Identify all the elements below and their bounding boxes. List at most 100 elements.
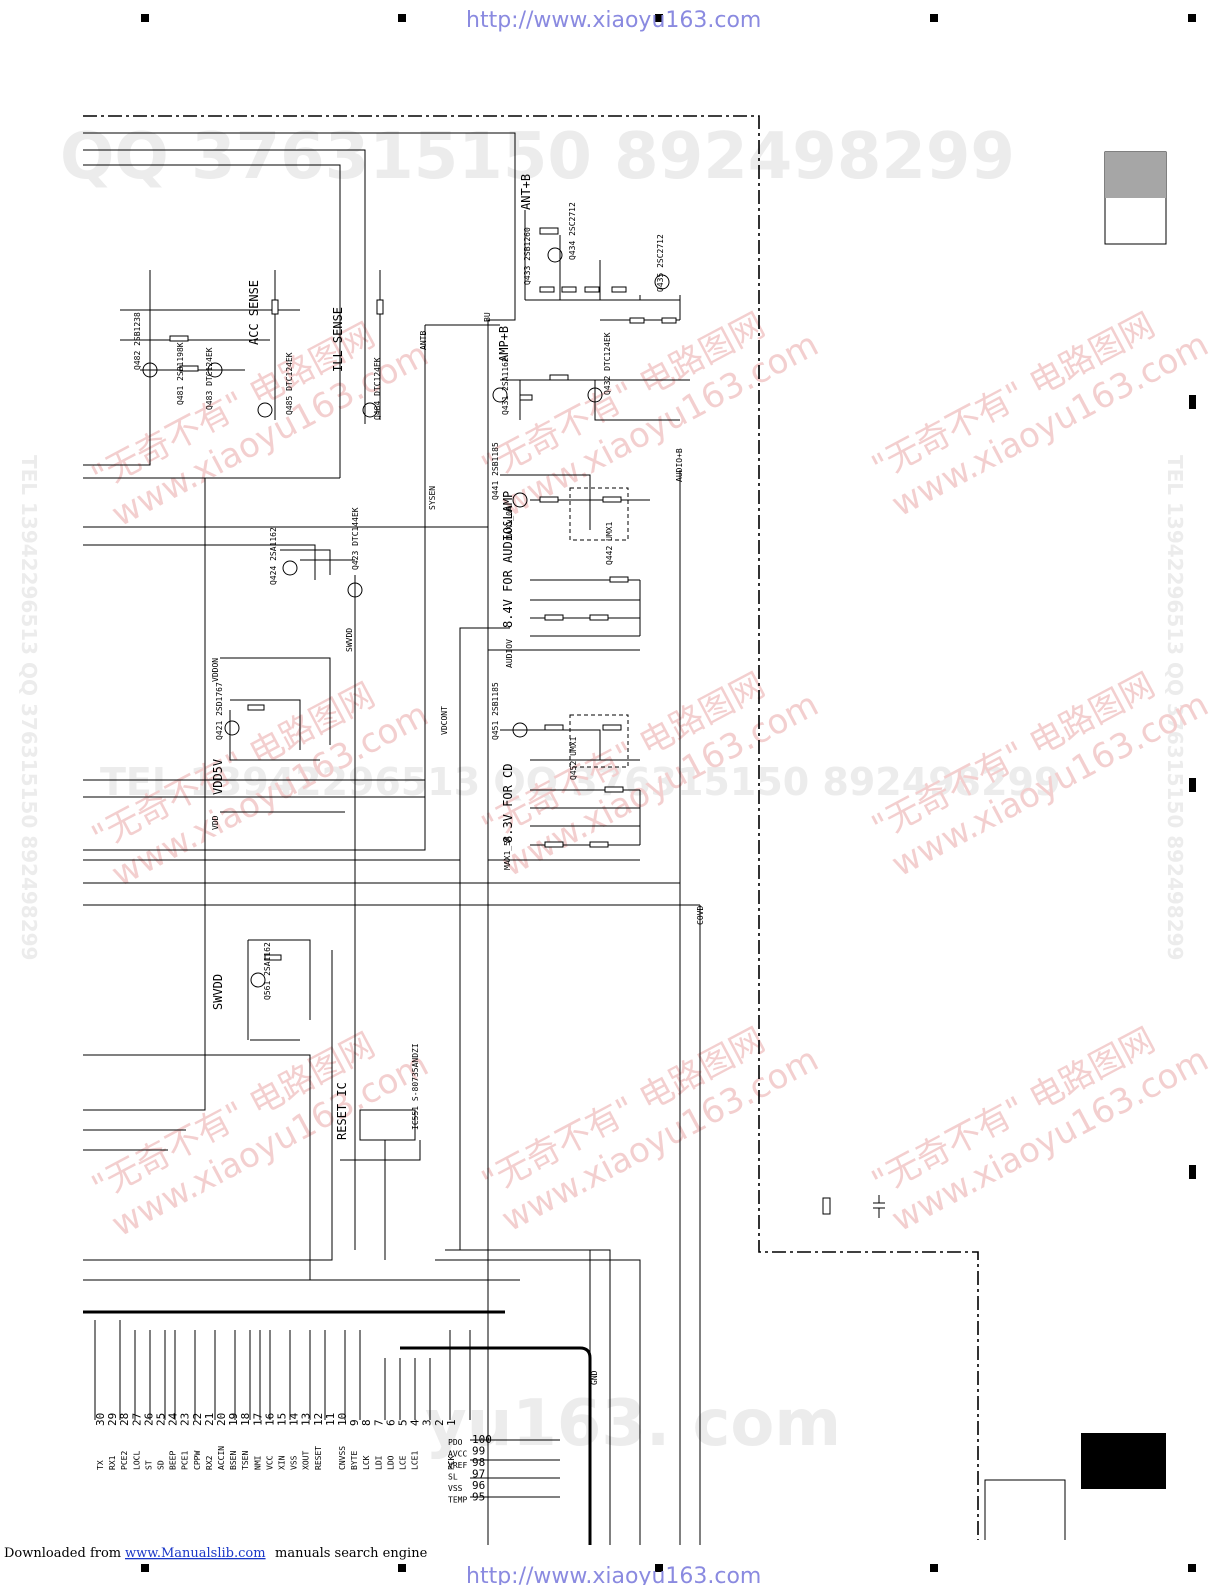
pin-number: 29 xyxy=(106,1413,119,1426)
pin-number: 5 xyxy=(397,1419,410,1426)
component-label-q442: Q442 UMX1 xyxy=(605,521,614,565)
right-pin-number: 97 xyxy=(472,1468,485,1481)
pin-name: PCK xyxy=(447,1455,456,1470)
pin-name: LCK xyxy=(362,1455,371,1470)
right-pin-name: SL xyxy=(448,1473,458,1482)
board-outline xyxy=(83,115,979,1540)
pin-number: 2 xyxy=(433,1419,446,1426)
pin-number: 3 xyxy=(421,1419,434,1426)
component-label-q483: Q483 DTC124EK xyxy=(205,347,214,410)
pin-number: 15 xyxy=(276,1413,289,1426)
label-vdd5v: VDD5V xyxy=(211,759,225,795)
pin-number: 26 xyxy=(142,1413,155,1426)
footer-url[interactable]: http://www.xiaoyu163.com xyxy=(466,1564,761,1585)
capacitor-symbol xyxy=(873,1195,885,1218)
pin-name: LDO xyxy=(386,1455,395,1470)
pin-number: 7 xyxy=(372,1419,385,1426)
right-pin-name: TEMP xyxy=(448,1496,467,1505)
pin-name: LCE xyxy=(399,1455,408,1470)
pin-name: VSS xyxy=(290,1455,299,1470)
component-label-q561: Q561 2SA1162 xyxy=(263,942,272,1000)
pin-name: NMI xyxy=(253,1455,262,1470)
regulator-circuits xyxy=(500,474,650,848)
pin-name: TSEN xyxy=(241,1451,250,1470)
footer-manualslib-link[interactable]: www.Manualslib.com xyxy=(125,1546,266,1561)
pin-number: 16 xyxy=(263,1413,276,1426)
label-ant-b: ANT+B xyxy=(519,174,533,210)
net-label-bu: BU xyxy=(483,312,492,322)
component-label-q452: Q452 UMX1 xyxy=(569,736,578,780)
right-pin-name: AVCC xyxy=(448,1450,467,1459)
reset-ic-body xyxy=(359,1109,416,1141)
label-swvdd: SWVDD xyxy=(211,974,225,1010)
footer-downloaded-from: Downloaded from xyxy=(4,1546,121,1561)
component-label-q431: Q431 2SA1162 xyxy=(501,357,510,415)
pin-number: 13 xyxy=(300,1413,313,1426)
pin-number: 27 xyxy=(130,1413,143,1426)
pin-number: 21 xyxy=(203,1413,216,1426)
component-label-q441: Q441 2SB1185 xyxy=(491,442,500,500)
component-label-q434: Q434 2SC2712 xyxy=(568,202,577,260)
component-label-ic551: IC551 S-80735ANDZI xyxy=(411,1043,420,1130)
right-pin-name: PDO xyxy=(448,1438,463,1447)
pin-number: 1 xyxy=(445,1419,458,1426)
net-label-antb: ANTB xyxy=(419,331,428,350)
component-label-q432: Q432 DTC124EK xyxy=(603,332,612,395)
net-label-covd: COVD xyxy=(696,906,705,925)
pin-name: XIN xyxy=(278,1455,287,1470)
label-ill-sense: ILL SENSE xyxy=(331,307,345,372)
watermark-bottom-domain: yu163. com xyxy=(425,1387,841,1461)
pin-name: CNVSS xyxy=(338,1446,347,1470)
pin-name: RX2 xyxy=(205,1455,214,1470)
page-index-tab xyxy=(1104,151,1167,245)
net-label-vddon: VDDON xyxy=(211,658,220,682)
right-pin-number: 100 xyxy=(472,1433,492,1446)
component-label-q421: Q421 2SD1767 xyxy=(215,682,224,740)
right-pin-name: VSS xyxy=(448,1484,463,1493)
net-label-sysen: SYSEN xyxy=(428,486,437,510)
reset-ic-wiring xyxy=(340,1140,421,1260)
net-label-max1-5a: MAX1_5A xyxy=(503,836,512,870)
watermark-side-right: TEL 13942296513 QQ 376315150 892498299 xyxy=(1163,455,1187,960)
net-label-gnd: GND xyxy=(590,1370,599,1385)
pin-number: 9 xyxy=(348,1419,361,1426)
label-audio-lamp: 8.4V FOR AUDIO&LAMP xyxy=(501,491,515,628)
net-label-max1-0a: MAX1_0A xyxy=(505,506,514,540)
pin-number: 17 xyxy=(251,1413,264,1426)
component-label-q485: Q485 DTC124EK xyxy=(285,352,294,415)
pin-number: 11 xyxy=(324,1413,337,1426)
pin-name: TX xyxy=(96,1460,105,1470)
right-pin-number: 95 xyxy=(472,1491,485,1504)
pin-number: 12 xyxy=(312,1413,325,1426)
pin-name: VCC xyxy=(265,1455,274,1470)
label-cd: 8.3V FOR CD xyxy=(501,764,515,843)
vdd-circuits xyxy=(224,549,363,1041)
page-number-block xyxy=(1081,1433,1166,1489)
pin-number: 6 xyxy=(384,1419,397,1426)
pin-number: 4 xyxy=(409,1419,422,1426)
right-pin-number: 99 xyxy=(472,1445,485,1458)
pin-name: RESET xyxy=(314,1446,323,1470)
net-label-audiov: AUDIOV xyxy=(505,639,514,668)
pin-name: LOCL xyxy=(132,1451,141,1470)
header-url[interactable]: http://www.xiaoyu163.com xyxy=(466,8,761,33)
pin-name: BYTE xyxy=(350,1451,359,1470)
pin-name: RX1 xyxy=(108,1455,117,1470)
component-label-q481: Q481 2SB1198K xyxy=(176,342,185,405)
pin-number: 24 xyxy=(167,1412,180,1426)
pin-number: 22 xyxy=(191,1413,204,1426)
pin-name: LCE1 xyxy=(411,1451,420,1470)
pin-number: 14 xyxy=(288,1412,301,1426)
wiring xyxy=(83,132,1066,1545)
pin-number: 25 xyxy=(155,1413,168,1426)
watermark-side-left: TEL 13942296513 QQ 376315150 892498299 xyxy=(17,455,41,960)
pin-number: 23 xyxy=(179,1413,192,1426)
pin-name: XOUT xyxy=(302,1451,311,1470)
label-amp-b: AMP+B xyxy=(497,326,511,362)
pin-number: 18 xyxy=(239,1413,252,1426)
registration-marks xyxy=(141,14,1196,1572)
component-label-q484: Q484 DTC124EK xyxy=(373,357,382,420)
component-label-q451: Q451 2SB1185 xyxy=(491,682,500,740)
net-label-audio-b: AUDIO+B xyxy=(675,448,684,482)
